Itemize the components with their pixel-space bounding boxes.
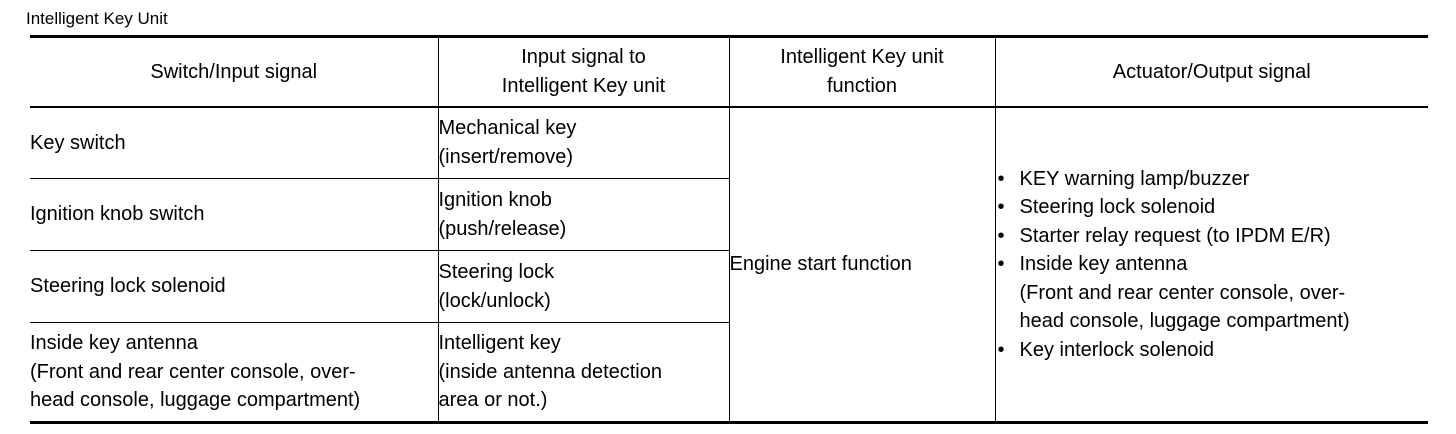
bullet-icon: •	[997, 224, 1005, 247]
table-row: Steering lock solenoid Steering lock (lo…	[30, 250, 1428, 323]
signal-table: Switch/Input signal Input signal to Inte…	[30, 35, 1428, 424]
list-item: • Starter relay request (to IPDM E/R)	[996, 222, 1429, 251]
output-item-label: Key interlock solenoid	[1019, 338, 1215, 361]
header-row: Switch/Input signal Input signal to Inte…	[30, 36, 1428, 107]
input-cell: Ignition knob (push/release)	[437, 178, 729, 251]
bullet-icon: •	[997, 196, 1005, 218]
output-item-label: KEY warning lamp/buzzer	[1019, 167, 1250, 190]
header-switch-input-signal: Switch/Input signal	[30, 36, 439, 107]
actuator-output-cell: • KEY warning lamp/buzzer • Steering lock …	[994, 106, 1429, 423]
input-cell: Mechanical key (insert/remove)	[437, 106, 730, 179]
header-unit-function: Intelligent Key unit function	[728, 36, 996, 107]
input-cell: Intelligent key (inside antenna detectio…	[437, 322, 729, 423]
output-item-label: Inside key antenna (Front and rear cente…	[1019, 253, 1350, 332]
header-input-signal-to-unit: Input signal to Intelligent Key unit	[437, 36, 730, 107]
output-signal-list: • KEY warning lamp/buzzer • Steering lock …	[996, 165, 1429, 365]
bullet-icon: •	[997, 167, 1005, 190]
output-item-label: Starter relay request (to IPDM E/R)	[1019, 224, 1331, 247]
switch-cell: Key switch	[30, 106, 439, 179]
list-item: • Key interlock solenoid	[996, 336, 1429, 365]
list-item: • KEY warning lamp/buzzer	[996, 165, 1429, 194]
switch-cell: Ignition knob switch	[30, 178, 439, 251]
table-row: Ignition knob switch Ignition knob (push…	[30, 178, 1428, 251]
switch-cell: Steering lock solenoid	[30, 250, 439, 323]
function-cell: Engine start function	[728, 106, 996, 423]
list-item: • Steering lock solenoid	[996, 193, 1429, 222]
output-item-label: Steering lock solenoid	[1019, 196, 1216, 218]
table-row: Key switch Mechanical key (insert/remove…	[30, 106, 1428, 423]
list-item: • Inside key antenna (Front and rear cent…	[996, 250, 1429, 336]
bullet-icon: •	[997, 338, 1005, 361]
switch-cell: Inside key antenna (Front and rear cente…	[30, 322, 439, 423]
header-actuator-output-signal: Actuator/Output signal	[994, 36, 1428, 107]
table-caption: Intelligent Key Unit	[26, 9, 168, 28]
table-row: Inside key antenna (Front and rear cente…	[30, 322, 1428, 423]
bullet-icon: •	[997, 253, 1005, 275]
input-cell: Steering lock (lock/unlock)	[437, 250, 729, 323]
